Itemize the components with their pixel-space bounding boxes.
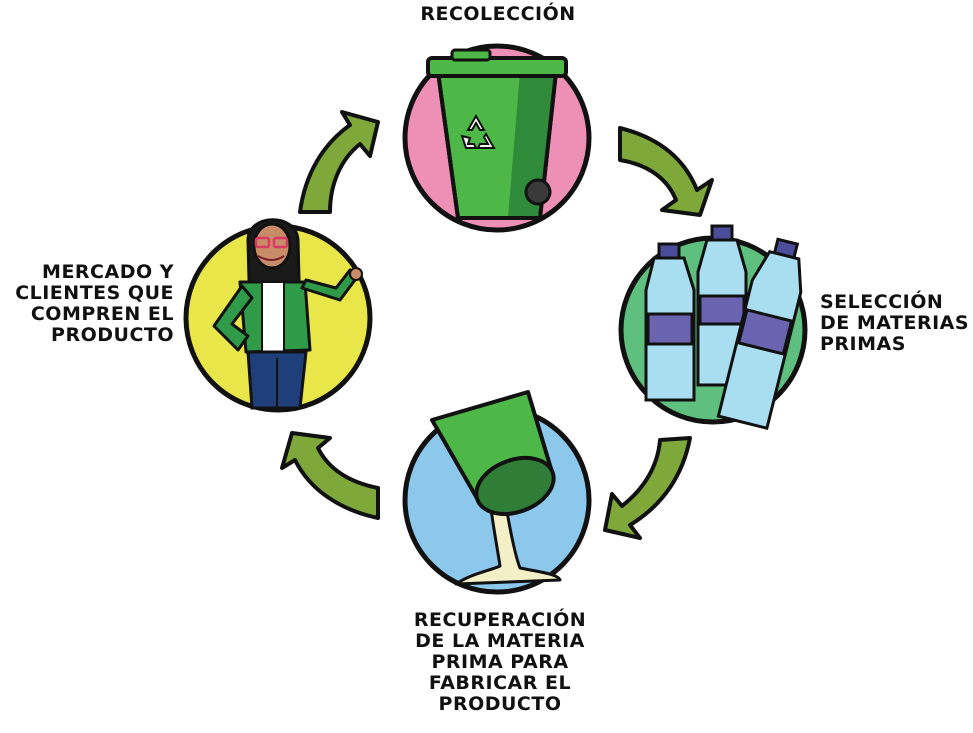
label-line: PRIMAS bbox=[820, 333, 906, 355]
pouring-bucket-icon bbox=[430, 390, 562, 586]
plastic-bottles-icon bbox=[644, 224, 803, 431]
label-line: COMPREN EL bbox=[30, 303, 174, 325]
label-seleccion: SELECCIÓN DE MATERIAS PRIMAS bbox=[820, 292, 970, 355]
curved-arrow-icon bbox=[618, 126, 714, 217]
stage-seleccion bbox=[618, 224, 808, 431]
arrow-top-left bbox=[298, 110, 380, 214]
label-line: PRODUCTO bbox=[51, 324, 174, 346]
label-line: CLIENTES QUE bbox=[15, 282, 174, 304]
curved-arrow-icon bbox=[603, 436, 692, 540]
label-line: PRODUCTO bbox=[438, 693, 562, 715]
label-recoleccion: RECOLECCIÓN bbox=[418, 4, 578, 25]
stage-recuperacion bbox=[402, 390, 592, 595]
stage-recoleccion bbox=[402, 43, 592, 233]
arrow-bottom-left bbox=[280, 431, 380, 520]
label-mercado: MERCADO Y CLIENTES QUE COMPREN EL PRODUC… bbox=[4, 262, 174, 346]
arrow-top-right bbox=[618, 126, 714, 217]
recycling-bin-icon bbox=[426, 48, 568, 220]
label-line: FABRICAR EL bbox=[428, 672, 572, 694]
label-line: DE LA MATERIA bbox=[415, 630, 585, 652]
label-line: DE MATERIAS bbox=[820, 312, 970, 334]
woman-presenting-icon bbox=[212, 218, 363, 410]
label-line: SELECCIÓN bbox=[820, 291, 944, 313]
label-recuperacion: RECUPERACIÓN DE LA MATERIA PRIMA PARA FA… bbox=[400, 610, 600, 715]
curved-arrow-icon bbox=[298, 110, 380, 214]
label-line: RECUPERACIÓN bbox=[413, 609, 587, 631]
label-line: RECOLECCIÓN bbox=[420, 3, 576, 25]
stage-mercado bbox=[183, 218, 373, 413]
label-line: PRIMA PARA bbox=[431, 651, 569, 673]
curved-arrow-icon bbox=[280, 431, 380, 520]
arrow-bottom-right bbox=[603, 436, 692, 540]
label-line: MERCADO Y bbox=[42, 261, 174, 283]
